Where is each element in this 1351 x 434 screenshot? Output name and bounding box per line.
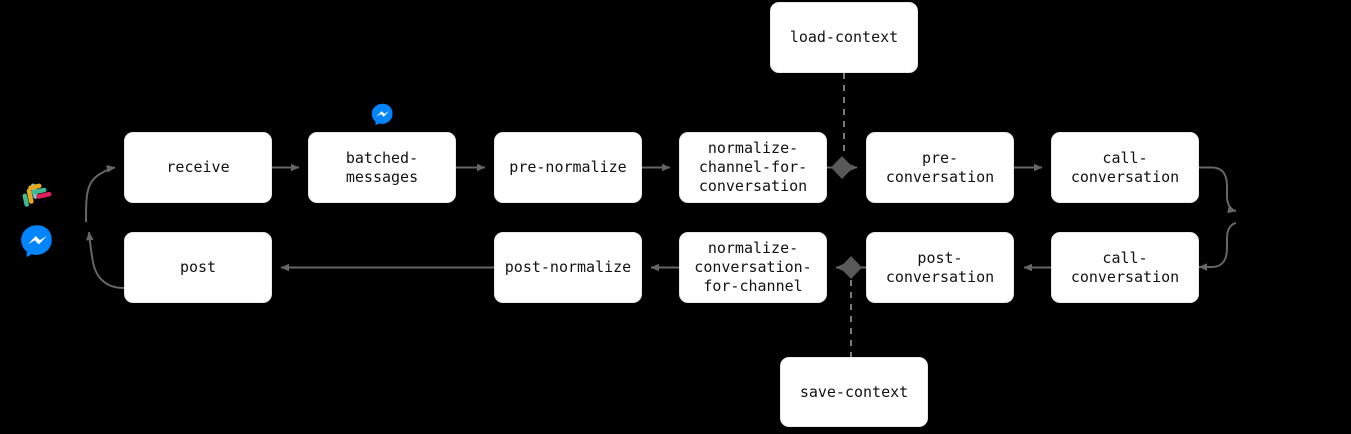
- edge-loop-callconvbot: [1198, 222, 1237, 271]
- node-pre-conversation[interactable]: pre- conversation: [866, 132, 1014, 203]
- node-post-normalize[interactable]: post-normalize: [494, 232, 642, 303]
- node-normalize-conversation-for-channel[interactable]: normalize- conversation- for-channel: [679, 232, 827, 303]
- node-receive[interactable]: receive: [124, 132, 272, 203]
- node-batched-messages[interactable]: batched- messages: [308, 132, 456, 203]
- slack-icon: [20, 181, 54, 215]
- node-post[interactable]: post: [124, 232, 272, 303]
- junction-diamond-top: [831, 156, 853, 179]
- junction-diamond-bottom: [840, 256, 862, 279]
- junction-diamonds: [831, 156, 862, 279]
- node-load-context[interactable]: load-context: [770, 2, 918, 73]
- node-post-conversation[interactable]: post- conversation: [866, 232, 1014, 303]
- messenger-icon: [371, 103, 394, 126]
- messenger-icon: [20, 224, 54, 258]
- node-pre-normalize[interactable]: pre-normalize: [494, 132, 642, 203]
- edge-source-receive: [85, 165, 116, 223]
- node-call-conversation-bottom[interactable]: call- conversation: [1051, 232, 1199, 303]
- node-save-context[interactable]: save-context: [780, 357, 928, 427]
- edge-callconvtop-loop: [1199, 166, 1237, 214]
- node-normalize-channel-for-conversation[interactable]: normalize- channel-for- conversation: [679, 132, 827, 203]
- edge-post-sink: [85, 231, 125, 289]
- node-call-conversation-top[interactable]: call- conversation: [1051, 132, 1199, 203]
